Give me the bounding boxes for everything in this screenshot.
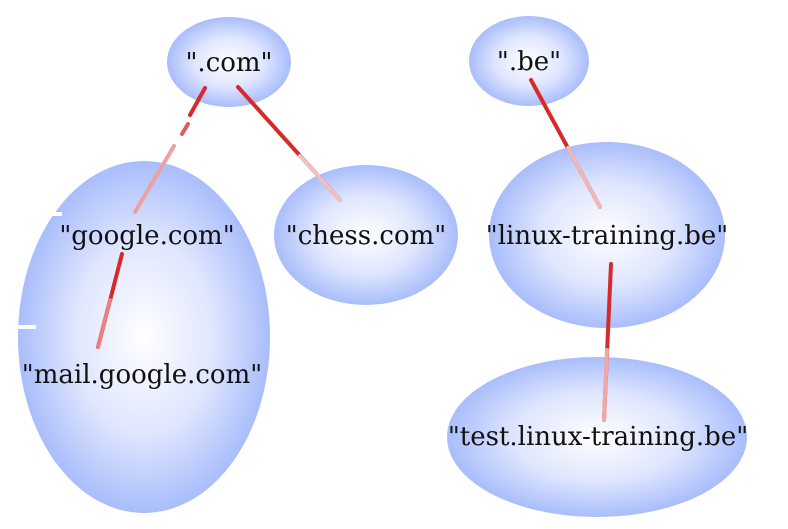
node-google-label: "google.com" [59, 221, 234, 251]
node-be-label: ".be" [497, 47, 561, 77]
node-linuxtraining-label: "linux-training.be" [486, 221, 728, 251]
node-chess-ellipse [274, 165, 458, 305]
edge-com-google-mid [180, 122, 190, 136]
edge-notch-2 [18, 325, 36, 329]
edge-com-chess-fade [298, 154, 342, 202]
node-com-ellipse [167, 17, 291, 107]
edge-notch-1 [48, 212, 62, 216]
node-testlinux-label: "test.linux-training.be" [448, 422, 748, 452]
edges [96, 78, 613, 422]
node-chess-label: "chess.com" [286, 221, 446, 251]
edge-be-linuxtraining-fade [566, 146, 602, 209]
edge-com-google-low [133, 144, 176, 214]
node-labels: ".com" ".be" "google.com" "chess.com" "l… [22, 47, 748, 452]
node-shapes [18, 16, 747, 517]
node-linuxtraining-ellipse [489, 142, 725, 328]
node-testlinux-ellipse [447, 357, 747, 517]
edge-linuxtraining-testlinux-fade [602, 348, 609, 422]
node-google-ellipse [18, 161, 270, 513]
node-com-label: ".com" [185, 48, 272, 78]
edge-google-mailgoogle-fade [96, 298, 112, 349]
node-be-ellipse [469, 16, 589, 106]
node-mailgoogle-label: "mail.google.com" [22, 360, 262, 390]
edge-com-google-top [188, 86, 207, 117]
